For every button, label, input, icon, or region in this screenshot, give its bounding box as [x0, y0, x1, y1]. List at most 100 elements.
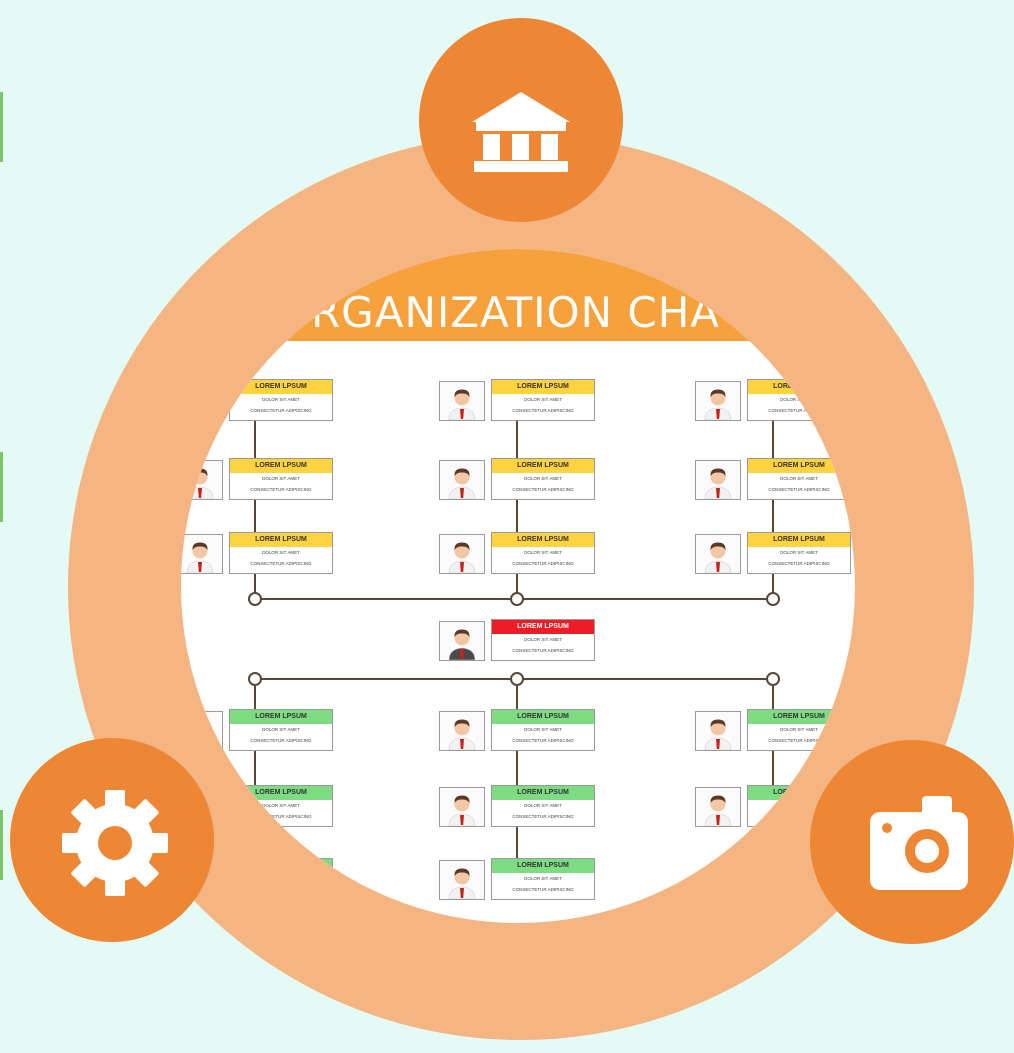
person-card: LOREM LPSUM DOLOR SIT AMET CONSECTETUR ADI… — [491, 619, 595, 661]
card-name: LOREM LPSUM — [748, 533, 850, 547]
connector-line — [254, 686, 256, 709]
card-name: LOREM LPSUM — [230, 533, 332, 547]
connector-line — [254, 573, 256, 595]
card-detail: CONSECTETUR ADIPISCING — [768, 814, 830, 819]
card-name: LOREM LPSUM — [748, 710, 850, 724]
connector-joint — [766, 672, 780, 686]
card-name: LOREM LPSUM — [748, 380, 850, 394]
connector-line — [772, 686, 774, 709]
camera-bubble[interactable] — [810, 740, 1014, 944]
person-avatar — [695, 534, 741, 574]
card-name: LOREM LPSUM — [230, 859, 332, 873]
person-avatar — [439, 381, 485, 421]
card-role: DOLOR SIT AMET — [780, 476, 818, 481]
card-name: LOREM LPSUM — [230, 710, 332, 724]
bank-icon — [472, 92, 570, 172]
card-name: LOREM LPSUM — [492, 459, 594, 473]
card-role: DOLOR SIT AMET — [262, 476, 300, 481]
card-detail: CONSECTETUR ADIPISCING — [768, 738, 830, 743]
connector-line — [254, 420, 256, 458]
connector-line — [772, 499, 774, 532]
card-role: DOLOR SIT AMET — [524, 476, 562, 481]
card-role: DOLOR SIT AMET — [262, 550, 300, 555]
card-role: DOLOR SIT AMET — [262, 727, 300, 732]
person-avatar — [439, 460, 485, 500]
card-role: DOLOR SIT AMET — [524, 803, 562, 808]
connector-line — [516, 826, 518, 858]
person-avatar — [439, 860, 485, 900]
card-role: DOLOR SIT AMET — [780, 397, 818, 402]
card-detail: CONSECTETUR ADIPISCING — [512, 648, 574, 653]
person-avatar — [695, 460, 741, 500]
card-role: DOLOR SIT AMET — [524, 876, 562, 881]
card-detail: CONSECTETUR ADIPISCING — [768, 408, 830, 413]
card-detail: CONSECTETUR ADIPISCING — [768, 561, 830, 566]
card-role: DOLOR SIT AMET — [524, 397, 562, 402]
connector-line — [516, 573, 518, 595]
connector-line — [254, 750, 256, 785]
chart-title: RGANIZATION CHA — [311, 288, 721, 337]
person-card: LOREM LPSUM DOLOR SIT AMET CONSECTETUR ADI… — [747, 379, 851, 421]
org-chart-picture: RGANIZATION CHA LOREM LPSUM DOLOR SIT AME… — [181, 249, 855, 923]
card-detail: CONSECTETUR ADIPISCING — [512, 487, 574, 492]
person-avatar — [439, 621, 485, 661]
person-avatar — [695, 711, 741, 751]
card-name: LOREM LPSUM — [748, 459, 850, 473]
card-role: DOLOR SIT AMET — [262, 397, 300, 402]
gear-bubble[interactable] — [10, 738, 214, 942]
person-avatar — [439, 787, 485, 827]
card-detail: CONSECTETUR ADIPISCING — [250, 738, 312, 743]
person-avatar — [439, 711, 485, 751]
person-card: LOREM LPSUM DOLOR SIT AMET CONSECTETUR ADI… — [229, 458, 333, 500]
card-detail: CONSECTETUR ADIPISCING — [250, 561, 312, 566]
camera-icon — [870, 796, 968, 890]
card-role: DOLOR SIT AMET — [780, 876, 818, 881]
card-name: LOREM LPSUM — [492, 380, 594, 394]
card-role: DOLOR SIT AMET — [262, 876, 300, 881]
person-card: LOREM LPSUM DOLOR SIT AMET CONSECTETUR ADI… — [491, 458, 595, 500]
card-name: LOREM LPSUM — [230, 786, 332, 800]
card-role: DOLOR SIT AMET — [524, 550, 562, 555]
connector-line — [254, 499, 256, 532]
gear-icon — [62, 790, 168, 896]
card-detail: CONSECTETUR ADIPISCING — [512, 887, 574, 892]
card-detail: CONSECTETUR ADIPISCING — [250, 487, 312, 492]
card-name: LOREM LPSUM — [230, 380, 332, 394]
connector-joint — [510, 592, 524, 606]
card-name: LOREM LPSUM — [492, 620, 594, 634]
card-name: LOREM LPSUM — [492, 859, 594, 873]
connector-line — [516, 420, 518, 458]
card-role: DOLOR SIT AMET — [524, 637, 562, 642]
card-name: LOREM LPSUM — [492, 710, 594, 724]
connector-line — [516, 750, 518, 785]
card-name: LOREM LPSUM — [492, 533, 594, 547]
card-role: DOLOR SIT AMET — [780, 727, 818, 732]
connector-line — [516, 499, 518, 532]
card-detail: CONSECTETUR ADIPISCING — [768, 887, 830, 892]
connector-joint — [510, 672, 524, 686]
card-detail: CONSECTETUR ADIPISCING — [512, 738, 574, 743]
connector-line — [516, 686, 518, 709]
connector-line — [772, 573, 774, 595]
person-card: LOREM LPSUM DOLOR SIT AMET CONSECTETUR ADI… — [491, 858, 595, 900]
person-avatar — [181, 381, 223, 421]
card-name: LOREM LPSUM — [492, 786, 594, 800]
person-avatar — [181, 534, 223, 574]
person-avatar — [695, 787, 741, 827]
left-edge-tab — [0, 92, 3, 162]
bank-bubble[interactable] — [419, 18, 623, 222]
person-avatar — [181, 460, 223, 500]
person-card: LOREM LPSUM DOLOR SIT AMET CONSECTETUR ADI… — [229, 532, 333, 574]
card-detail: CONSECTETUR ADIPISCING — [250, 814, 312, 819]
connector-joint — [766, 592, 780, 606]
card-role: DOLOR SIT AMET — [524, 727, 562, 732]
person-card: LOREM LPSUM DOLOR SIT AMET CONSECTETUR ADI… — [491, 709, 595, 751]
card-name: LOREM LPSUM — [230, 459, 332, 473]
connector-line — [772, 750, 774, 785]
